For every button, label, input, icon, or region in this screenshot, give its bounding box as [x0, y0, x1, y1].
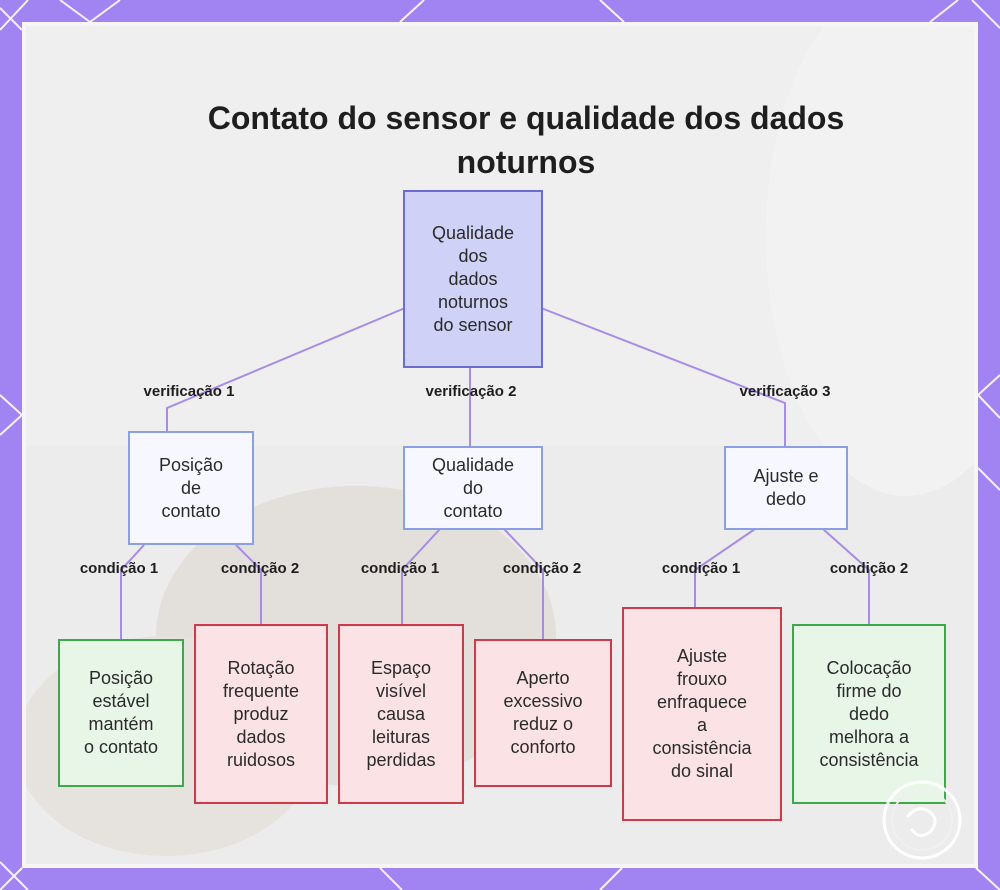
node-root-label: Qualidade dos dados noturnos do sensor — [431, 222, 515, 335]
node-stable-position-label: Posição estável mantém o contato — [83, 668, 159, 757]
node-visible-gap-label: Espaço visível causa leituras perdidas — [366, 657, 436, 770]
connector-root-to-check-3 — [540, 307, 786, 448]
edge-label-check-1: verificação 1 — [143, 383, 235, 400]
watermark-badge-icon — [882, 780, 962, 860]
edge-label-b1-cond-1: condição 1 — [79, 560, 159, 577]
connector-check-1-to-cond-2 — [235, 544, 262, 626]
connector-check-2-to-cond-2 — [503, 528, 544, 641]
connector-check-3-to-cond-2 — [822, 528, 870, 626]
connector-check-2-to-cond-1 — [401, 528, 441, 626]
node-root: Qualidade dos dados noturnos do sensor — [403, 190, 543, 368]
diagram-connectors — [120, 307, 870, 641]
node-frequent-rotation: Rotação frequente produz dados ruidosos — [194, 624, 328, 804]
node-contact-position-label: Posição de contato — [158, 454, 224, 521]
node-excessive-tightness-label: Aperto excessivo reduz o conforto — [503, 668, 583, 757]
edge-label-b1-cond-2: condição 2 — [220, 560, 300, 577]
edge-label-b3-cond-1: condição 1 — [661, 560, 741, 577]
connector-check-3-to-cond-1 — [694, 528, 756, 609]
node-excessive-tightness: Aperto excessivo reduz o conforto — [474, 639, 612, 787]
edge-label-check-2: verificação 2 — [425, 383, 517, 400]
diagram-panel: Contato do sensor e qualidade dos dados … — [22, 22, 978, 868]
diagram-title: Contato do sensor e qualidade dos dados … — [207, 100, 845, 180]
edge-label-b3-cond-2: condição 2 — [829, 560, 909, 577]
node-visible-gap: Espaço visível causa leituras perdidas — [338, 624, 464, 804]
node-fit-and-finger-label: Ajuste e dedo — [753, 466, 819, 509]
node-stable-position: Posição estável mantém o contato — [58, 639, 184, 787]
connector-check-1-to-cond-1 — [120, 544, 145, 641]
node-firm-finger-placement: Colocação firme do dedo melhora a consis… — [792, 624, 946, 804]
node-fit-and-finger: Ajuste e dedo — [724, 446, 848, 530]
node-frequent-rotation-label: Rotação frequente produz dados ruidosos — [222, 657, 300, 770]
node-loose-fit: Ajuste frouxo enfraquece a consistência … — [622, 607, 782, 821]
node-firm-finger-placement-label: Colocação firme do dedo melhora a consis… — [819, 657, 919, 770]
node-contact-quality: Qualidade do contato — [403, 446, 543, 530]
connector-root-to-check-1 — [166, 307, 406, 433]
node-contact-quality-label: Qualidade do contato — [431, 454, 515, 521]
node-contact-position: Posição de contato — [128, 431, 254, 545]
edge-label-b2-cond-2: condição 2 — [502, 560, 582, 577]
edge-label-b2-cond-1: condição 1 — [360, 560, 440, 577]
edge-label-check-3: verificação 3 — [739, 383, 831, 400]
node-loose-fit-label: Ajuste frouxo enfraquece a consistência … — [652, 646, 752, 781]
